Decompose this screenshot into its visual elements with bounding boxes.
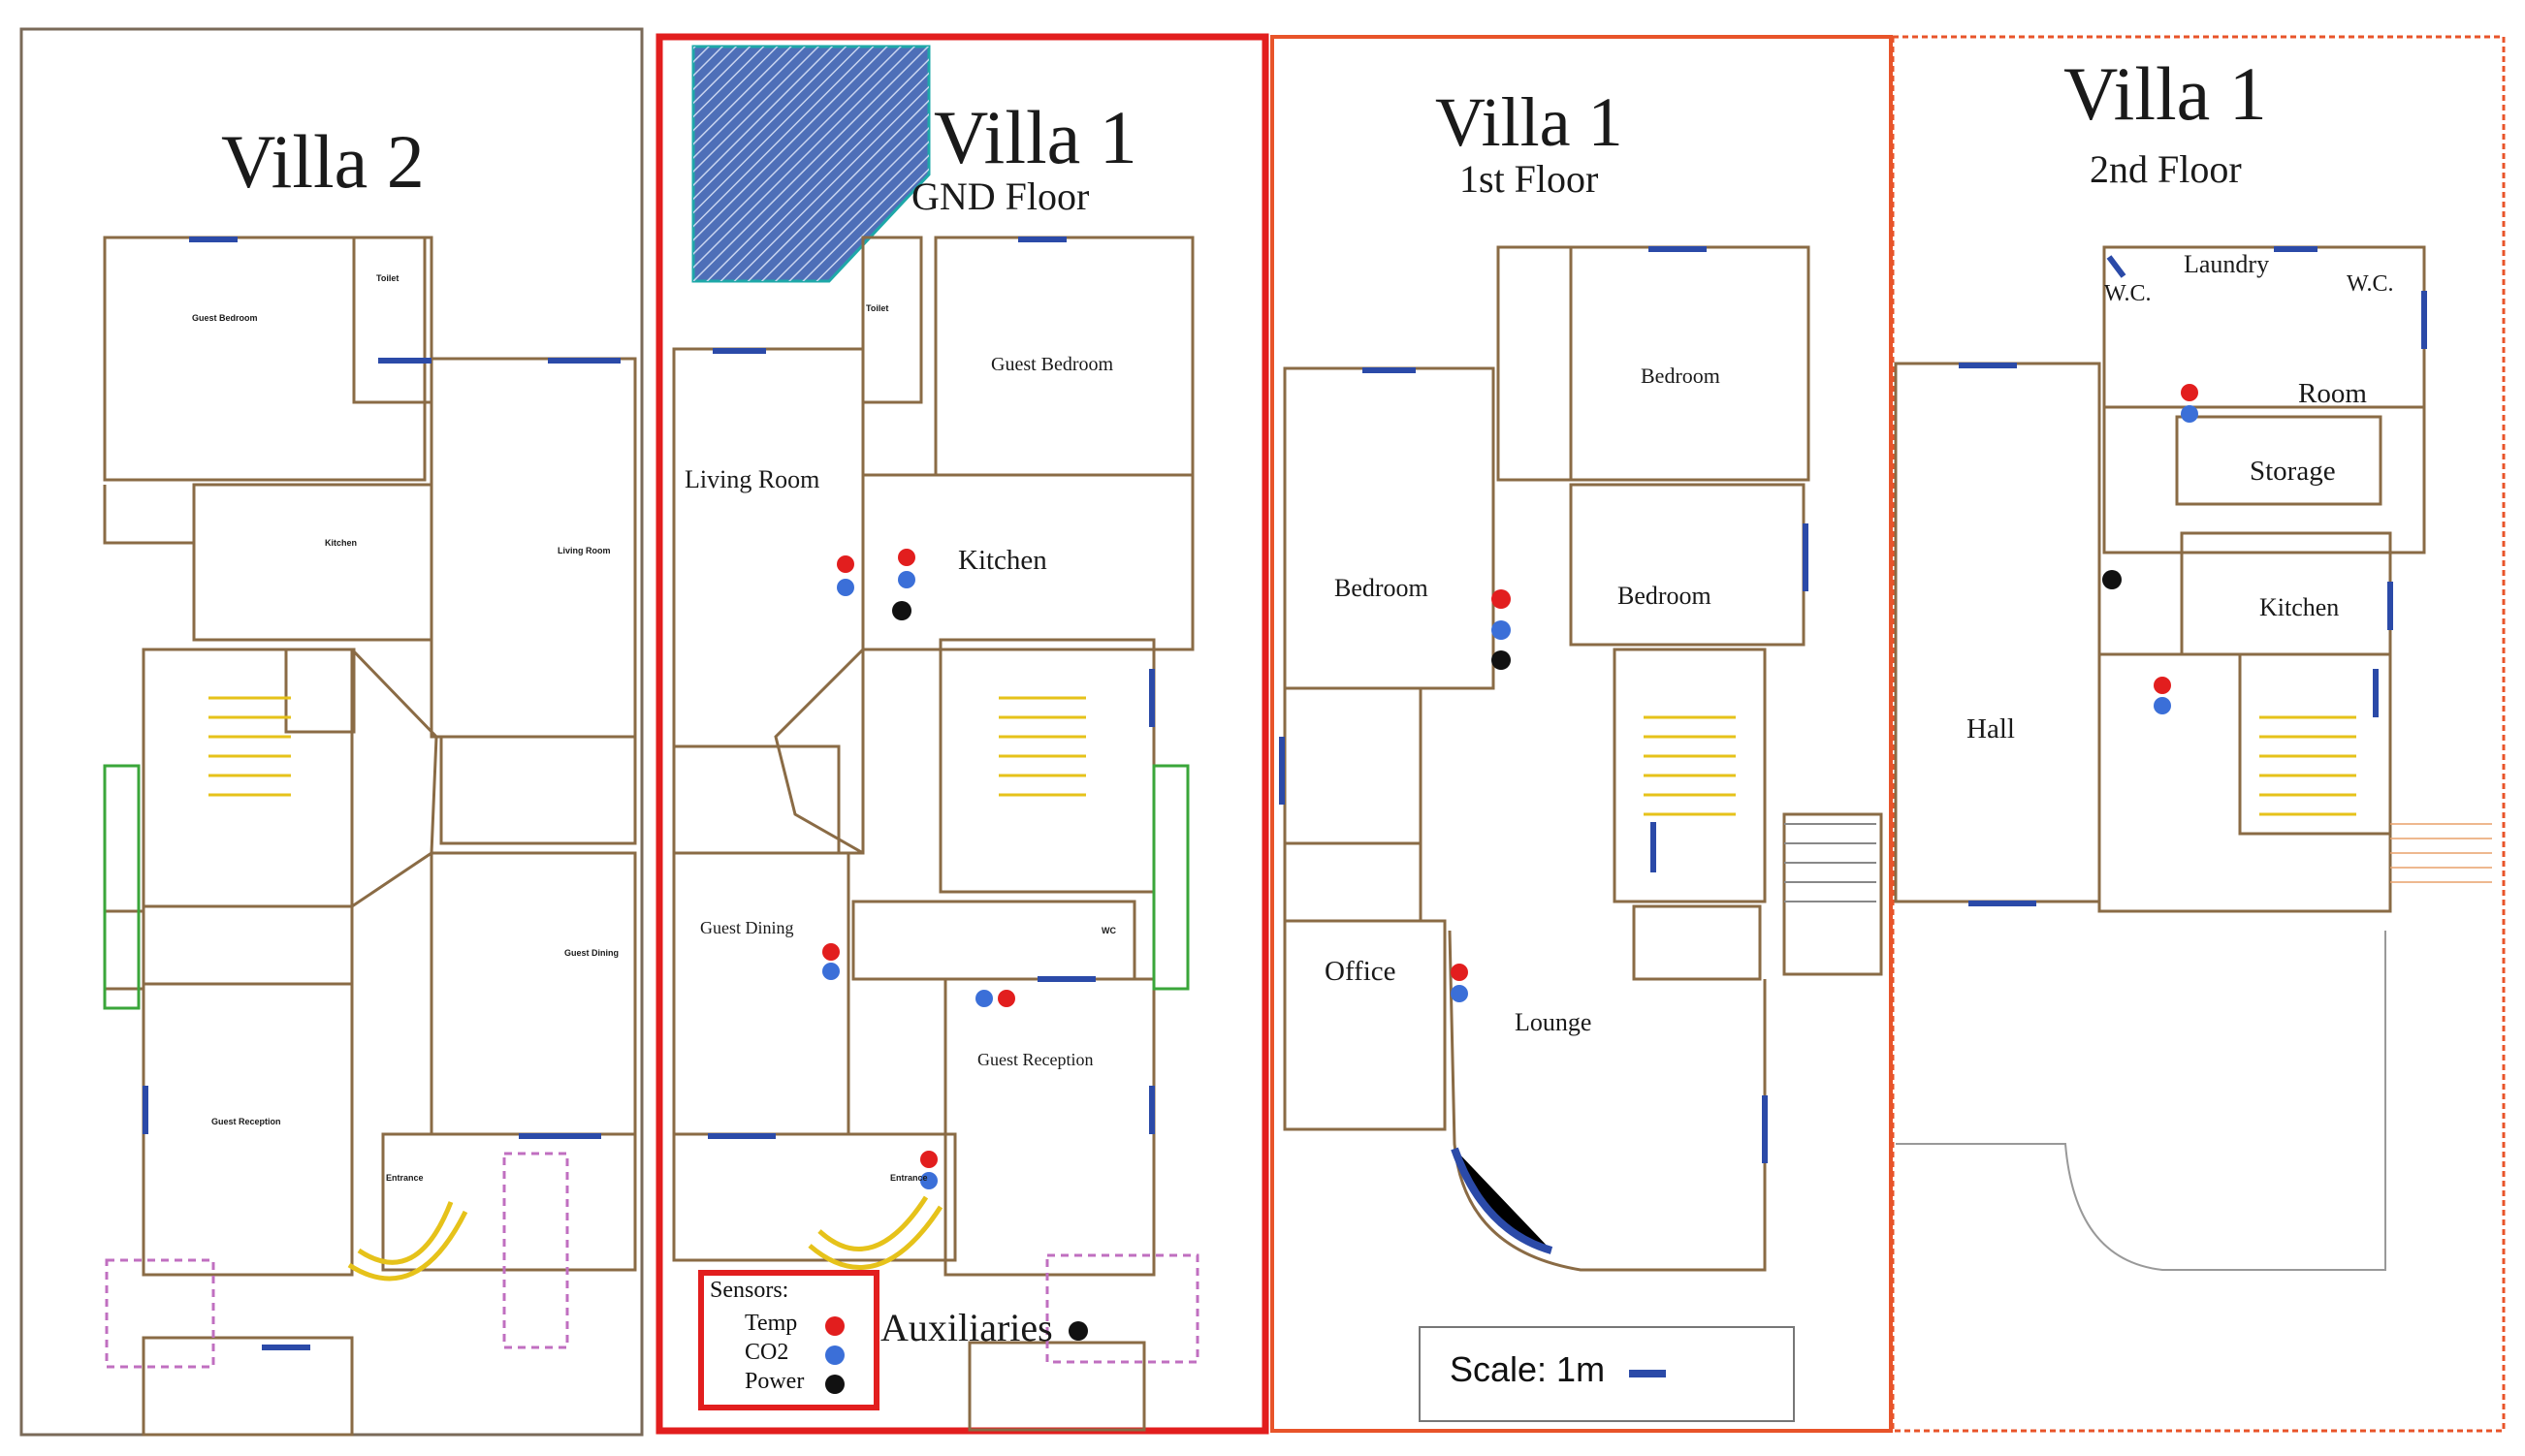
- second-kitchen-label: Kitchen: [2259, 593, 2340, 621]
- gnd-pool: [691, 45, 931, 283]
- gnd-guest-reception-label: Guest Reception: [977, 1050, 1094, 1069]
- first-windows: [1279, 246, 1808, 1254]
- scale-box: Scale: 1m: [1419, 1326, 1795, 1422]
- temp-sensor: [2154, 677, 2171, 694]
- temp-sensor: [822, 943, 840, 961]
- gnd-living-room-label: Living Room: [685, 465, 820, 493]
- villa1-2nd-panel: [1891, 35, 2506, 1433]
- second-floor-plan: [1894, 245, 2426, 913]
- co2-sensor: [898, 571, 915, 588]
- first-floor-plan: [1283, 245, 1883, 1272]
- second-stairs: [2259, 715, 2356, 816]
- gnd-greenery: [1152, 764, 1190, 991]
- villa2-guest-dining-label: Guest Dining: [564, 948, 619, 958]
- power-sensor: [1069, 1321, 1088, 1341]
- villa2-plan: [103, 236, 637, 1437]
- second-balcony: [2390, 823, 2492, 883]
- co2-sensor: [2181, 405, 2198, 423]
- first-lounge-label: Lounge: [1515, 1008, 1592, 1036]
- gnd-windows: [708, 237, 1155, 1139]
- co2-sensor: [1491, 620, 1511, 640]
- villa1-1st-panel: [1270, 35, 1893, 1433]
- gnd-guest-bedroom-label: Guest Bedroom: [991, 354, 1114, 375]
- villa2-toilet-label: Toilet: [376, 273, 400, 283]
- gnd-wc-label: WC: [1102, 926, 1116, 935]
- auxiliaries-label: Auxiliaries: [880, 1306, 1053, 1349]
- gnd-guest-dining-label: Guest Dining: [700, 918, 794, 937]
- villa2-entrance-label: Entrance: [386, 1173, 424, 1183]
- first-bedroom-top-label: Bedroom: [1641, 364, 1720, 388]
- second-laundry-label: Laundry: [2184, 250, 2270, 278]
- villa2-living-room-label: Living Room: [558, 546, 611, 555]
- legend-power-label: Power: [745, 1369, 805, 1394]
- temp-sensor: [1451, 964, 1468, 981]
- temp-sensor: [998, 990, 1015, 1007]
- co2-sensor: [2154, 697, 2171, 714]
- power-sensor: [2102, 570, 2122, 589]
- villa1-gnd-title: Villa 1: [934, 95, 1137, 179]
- first-office-label: Office: [1325, 956, 1396, 987]
- scale-label: Scale: 1m: [1450, 1349, 1606, 1389]
- first-stairs: [1644, 715, 1736, 816]
- temp-sensor: [2181, 384, 2198, 401]
- temp-sensor: [898, 549, 915, 566]
- co2-sensor: [975, 990, 993, 1007]
- legend-heading: Sensors:: [710, 1278, 789, 1303]
- villa1-gnd-panel: [655, 33, 1269, 1435]
- first-balcony: [1784, 823, 1876, 902]
- villa1-gnd-subtitle: GND Floor: [911, 174, 1090, 218]
- first-bedroom-mid-label: Bedroom: [1617, 582, 1711, 610]
- second-terrace: [1896, 931, 2386, 1271]
- legend-power-dot: [825, 1375, 845, 1394]
- second-windows: [1959, 246, 2427, 906]
- first-bedroom-left-label: Bedroom: [1334, 574, 1428, 602]
- co2-sensor: [822, 963, 840, 980]
- second-storage-label: Storage: [2250, 456, 2336, 487]
- co2-sensor: [920, 1172, 938, 1189]
- temp-sensor: [837, 555, 854, 573]
- second-wc-right-label: W.C.: [2347, 271, 2394, 297]
- gnd-plan: [672, 236, 1199, 1432]
- second-room-label: Room: [2298, 378, 2367, 409]
- villa2-title: Villa 2: [221, 119, 425, 204]
- villa2-guest-bedroom-label: Guest Bedroom: [192, 313, 258, 323]
- gnd-stairs: [999, 696, 1086, 797]
- sensor-legend: Sensors: Temp CO2 Power: [698, 1270, 879, 1410]
- gnd-kitchen-label: Kitchen: [958, 545, 1047, 576]
- legend-co2-label: CO2: [745, 1340, 789, 1365]
- villa1-2nd-subtitle: 2nd Floor: [2090, 147, 2242, 191]
- legend-temp-dot: [825, 1316, 845, 1336]
- legend-temp-label: Temp: [745, 1311, 798, 1336]
- co2-sensor: [1451, 985, 1468, 1002]
- gnd-entrance-label: Entrance: [890, 1173, 928, 1183]
- second-wc-left-label: W.C.: [2104, 281, 2152, 306]
- villa2-stairs: [208, 696, 291, 797]
- villa2-greenery: [103, 764, 141, 1010]
- villa2-windows: [143, 237, 621, 1350]
- co2-sensor: [837, 579, 854, 596]
- villa2-kitchen-label: Kitchen: [325, 538, 358, 548]
- villa1-1st-subtitle: 1st Floor: [1459, 157, 1599, 201]
- temp-sensor: [920, 1151, 938, 1168]
- temp-sensor: [1491, 589, 1511, 609]
- sensor-markers: [822, 384, 2198, 1341]
- gnd-toilet-label: Toilet: [866, 303, 889, 313]
- scale-bar: [1629, 1370, 1666, 1377]
- villa1-1st-title: Villa 1: [1435, 83, 1623, 161]
- power-sensor: [1491, 650, 1511, 670]
- power-sensor: [892, 601, 911, 620]
- second-hall-label: Hall: [1966, 713, 2015, 744]
- villa2-guest-reception-label: Guest Reception: [211, 1117, 281, 1126]
- legend-co2-dot: [825, 1345, 845, 1365]
- villa1-2nd-title: Villa 1: [2063, 51, 2267, 136]
